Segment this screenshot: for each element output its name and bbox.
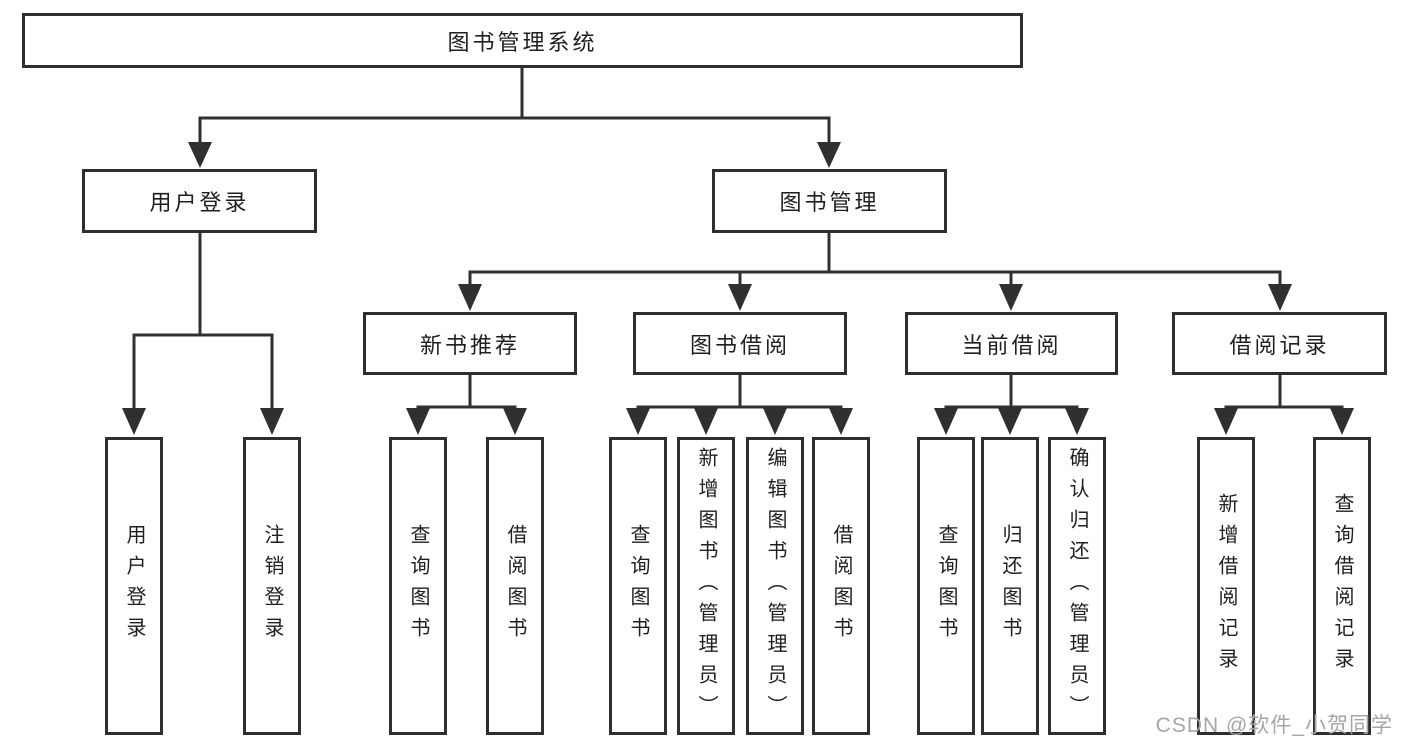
leaf-add-book-admin: 新增图书（管理员） xyxy=(677,437,735,735)
leaf-add-borrow-record: 新增借阅记录 xyxy=(1197,437,1255,735)
leaf-query-books-borrow: 查询图书 xyxy=(609,437,667,735)
leaf-confirm-return-admin: 确认归还（管理员） xyxy=(1048,437,1106,735)
connector-current-borrow-to-leaves xyxy=(934,375,1089,435)
leaf-label: 借阅图书 xyxy=(830,524,852,648)
node-label: 图书管理 xyxy=(779,190,880,215)
leaf-label: 新增借阅记录 xyxy=(1215,493,1237,679)
leaf-return-book: 归还图书 xyxy=(981,437,1039,735)
node-user-login: 用户登录 xyxy=(82,169,317,233)
connector-user-login-to-leaves xyxy=(122,233,284,435)
leaf-label: 查询图书 xyxy=(627,524,649,648)
leaf-label: 借阅图书 xyxy=(504,524,526,648)
connector-new-books-to-leaves xyxy=(406,375,527,435)
leaf-edit-book-admin: 编辑图书（管理员） xyxy=(746,437,804,735)
leaf-query-books-recommend: 查询图书 xyxy=(389,437,447,735)
leaf-label: 注销登录 xyxy=(261,524,283,648)
leaf-label: 用户登录 xyxy=(123,524,145,648)
leaf-label: 新增图书（管理员） xyxy=(695,446,717,726)
connector-root-to-level2 xyxy=(188,68,841,168)
leaf-label: 编辑图书（管理员） xyxy=(764,446,786,726)
node-current-borrowing: 当前借阅 xyxy=(905,312,1118,375)
leaf-label: 查询借阅记录 xyxy=(1331,493,1353,679)
connector-book-borrow-to-leaves xyxy=(626,375,853,435)
leaf-label: 查询图书 xyxy=(935,524,957,648)
node-book-borrowing: 图书借阅 xyxy=(633,312,847,375)
leaf-logout-login: 注销登录 xyxy=(243,437,301,735)
connector-borrow-records-to-leaves xyxy=(1214,375,1354,435)
leaf-label: 确认归还（管理员） xyxy=(1066,446,1088,726)
leaf-label: 查询图书 xyxy=(407,524,429,648)
node-book-management: 图书管理 xyxy=(712,169,947,233)
node-new-book-recommendation: 新书推荐 xyxy=(363,312,577,375)
leaf-query-books-current: 查询图书 xyxy=(917,437,975,735)
node-label: 借阅记录 xyxy=(1229,332,1330,358)
leaf-label: 归还图书 xyxy=(999,524,1021,648)
leaf-user-login: 用户登录 xyxy=(105,437,163,735)
node-label: 新书推荐 xyxy=(419,332,520,358)
leaf-query-borrow-record: 查询借阅记录 xyxy=(1313,437,1371,735)
connector-book-management-to-level3 xyxy=(458,233,1292,311)
node-library-system: 图书管理系统 xyxy=(22,13,1023,68)
node-label: 图书借阅 xyxy=(689,332,790,358)
node-borrowing-records: 借阅记录 xyxy=(1172,312,1387,375)
node-label: 用户登录 xyxy=(149,190,250,215)
leaf-borrow-books-borrow: 借阅图书 xyxy=(812,437,870,735)
node-label: 当前借阅 xyxy=(961,332,1062,358)
leaf-borrow-books-recommend: 借阅图书 xyxy=(486,437,544,735)
watermark: CSDN @软件_小贺同学 xyxy=(1155,714,1393,737)
node-label: 图书管理系统 xyxy=(447,29,598,55)
